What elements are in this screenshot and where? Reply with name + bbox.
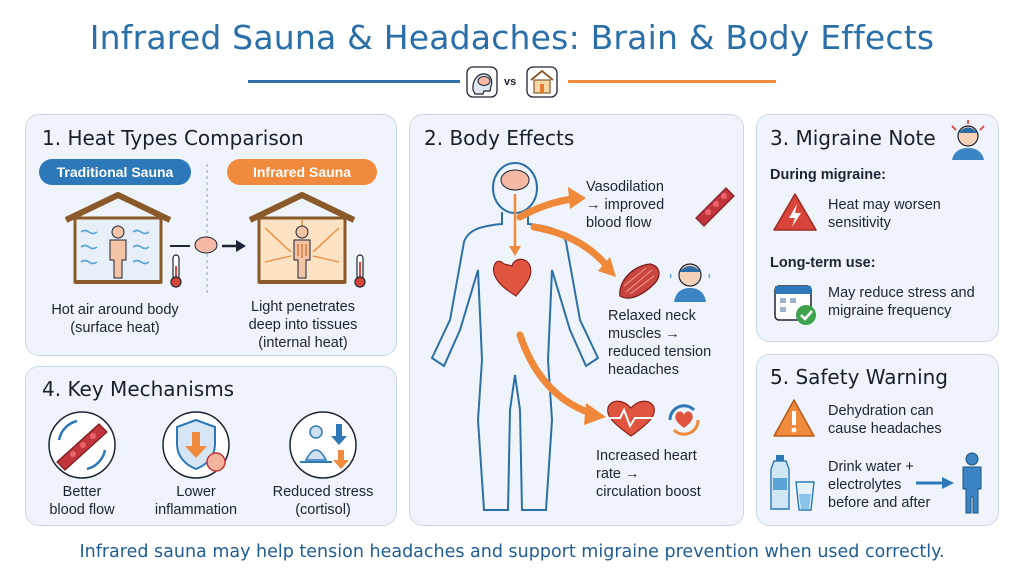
brain-icon [466, 66, 498, 98]
vs-header: vs [466, 66, 562, 100]
panel-title-safety-warning: 5. Safety Warning [770, 365, 948, 389]
panel-title-heat-types: 1. Heat Types Comparison [42, 126, 304, 150]
effect-neck-line4: headaches [608, 362, 679, 378]
arrow-to-person-icon [916, 477, 954, 489]
panel-safety-warning [756, 354, 999, 526]
warning-hydrate-line2: electrolytes [828, 477, 902, 493]
blood-flow-icon [48, 411, 116, 479]
during-migraine-text-line1: Heat may worsen [828, 197, 941, 213]
warning-icon [773, 399, 815, 437]
effect-neck-line2: muscles → [608, 326, 680, 342]
person-face-icon [669, 263, 711, 302]
mechanism-inflammation-line2: inflammation [154, 502, 238, 518]
mechanism-stress-line2: (cortisol) [295, 502, 351, 518]
house-icon [526, 66, 558, 98]
mechanism-inflammation-line1: Lower [176, 484, 216, 500]
warning-hydrate-line3: before and after [828, 495, 931, 511]
infrared-caption-line3: (internal heat) [258, 335, 348, 351]
traditional-caption-line1: Hot air around body [51, 302, 179, 318]
during-migraine-heading: During migraine: [770, 167, 887, 183]
headache-person-icon [951, 120, 985, 160]
warning-hydrate-line1: Drink water + [828, 459, 914, 475]
traditional-sauna-badge: Traditional Sauna [39, 159, 191, 185]
mechanism-stress-line1: Reduced stress [272, 484, 374, 500]
infrared-sauna-cabin-icon [248, 192, 356, 284]
standing-person-icon [962, 452, 982, 514]
long-term-text-line1: May reduce stress and [828, 285, 975, 301]
long-term-text-line2: migraine frequency [828, 303, 952, 319]
effect-neck-line1: Relaxed neck [608, 308, 696, 324]
panel-title-key-mechanisms: 4. Key Mechanisms [42, 377, 235, 401]
warning-dehydration-line2: cause headaches [828, 421, 942, 437]
blood-vessel-icon [695, 187, 735, 227]
glass-icon [795, 481, 815, 511]
footer-summary: Infrared sauna may help tension headache… [79, 542, 945, 562]
effect-heart-line1: Increased heart [596, 448, 697, 464]
dashed-separator [206, 164, 208, 294]
calendar-check-icon [774, 285, 816, 325]
body-outline-icon [430, 162, 600, 511]
muscle-icon [619, 263, 660, 299]
shield-down-icon [162, 411, 230, 479]
panel-body-effects [409, 114, 744, 526]
infrared-caption-line2: deep into tissues [248, 317, 358, 333]
effect-vasodilation-line1: Vasodilation [586, 179, 664, 195]
panel-title-migraine-note: 3. Migraine Note [770, 126, 936, 150]
vs-label: vs [504, 76, 517, 88]
title-divider-right [568, 80, 776, 83]
infrared-thermometer-icon [354, 254, 366, 288]
effect-arrows [516, 187, 616, 425]
cycle-heart-icon [668, 404, 700, 436]
panel-title-body-effects: 2. Body Effects [424, 126, 575, 150]
during-migraine-text-line2: sensitivity [828, 215, 891, 231]
meditation-icon [289, 411, 357, 479]
comparison-arrow-brain-icon [170, 236, 246, 254]
traditional-sauna-cabin-icon [64, 192, 172, 284]
mechanism-blood-flow-line1: Better [62, 484, 102, 500]
effect-heart-line2: rate → [596, 466, 640, 482]
long-term-heading: Long-term use: [770, 255, 876, 271]
infrared-caption-line1: Light penetrates [251, 299, 355, 315]
heartbeat-icon [606, 400, 656, 437]
effect-neck-line3: reduced tension [608, 344, 712, 360]
traditional-caption-line2: (surface heat) [70, 320, 160, 336]
effect-vasodilation-line3: blood flow [586, 215, 652, 231]
effect-vasodilation-line2: → improved [586, 197, 665, 213]
page-title: Infrared Sauna & Headaches: Brain & Body… [89, 18, 935, 57]
mechanism-blood-flow-line2: blood flow [49, 502, 115, 518]
title-divider-left [248, 80, 460, 83]
warning-dehydration-line1: Dehydration can [828, 403, 934, 419]
effect-heart-line3: circulation boost [596, 484, 701, 500]
warning-lightning-icon [773, 193, 817, 231]
infrared-sauna-badge: Infrared Sauna [227, 159, 377, 185]
thermometer-icon [170, 254, 182, 288]
water-bottle-icon [770, 455, 790, 510]
